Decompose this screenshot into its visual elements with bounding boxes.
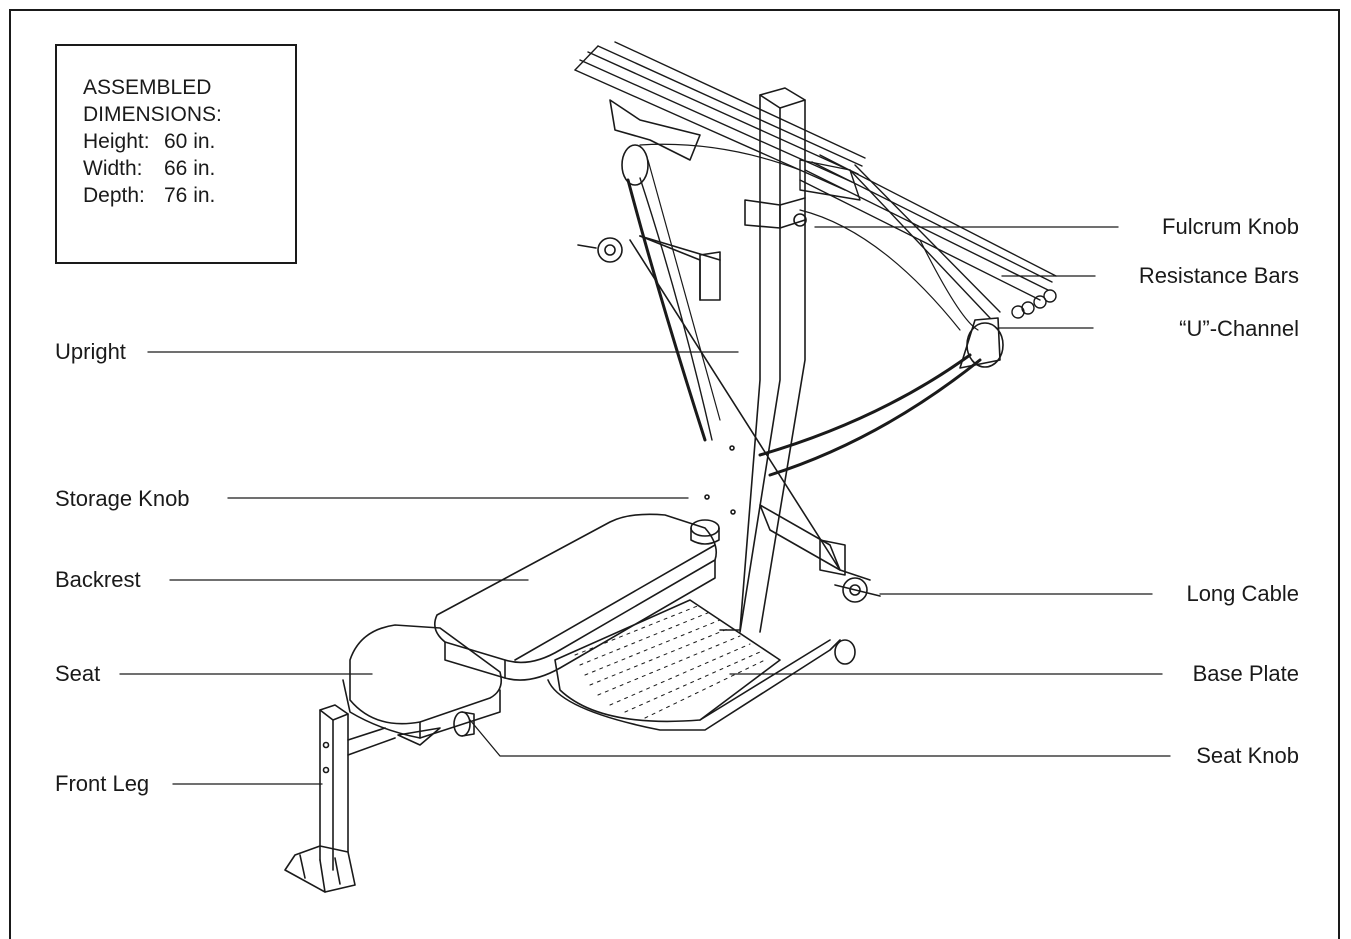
dimension-value: 60 in. xyxy=(164,130,216,153)
label-seat: Seat xyxy=(55,661,101,686)
leader-lines xyxy=(119,226,1171,785)
label-base-plate: Base Plate xyxy=(1192,661,1299,686)
label-seat-knob: Seat Knob xyxy=(1196,743,1299,768)
dimensions-heading-line2: DIMENSIONS: xyxy=(83,103,222,126)
label-u-channel: “U”-Channel xyxy=(1179,316,1299,341)
label-upright: Upright xyxy=(55,339,126,364)
figure-frame xyxy=(9,9,1340,939)
dimension-label: Width: xyxy=(83,157,143,180)
dimension-row-height: Height: 60 in. xyxy=(83,128,295,155)
seat-knob-part xyxy=(453,711,475,737)
label-backrest: Backrest xyxy=(55,567,141,592)
label-long-cable: Long Cable xyxy=(1186,581,1299,606)
dimension-value: 76 in. xyxy=(164,184,216,207)
dimension-label: Depth: xyxy=(83,184,145,207)
dimensions-heading-line1: ASSEMBLED xyxy=(83,76,212,99)
resistance-bars xyxy=(574,41,1057,319)
label-resistance-bars: Resistance Bars xyxy=(1138,263,1299,288)
label-front-leg: Front Leg xyxy=(55,771,150,796)
label-fulcrum-knob: Fulcrum Knob xyxy=(1162,214,1299,239)
dimension-row-width: Width: 66 in. xyxy=(83,155,295,182)
front-leg-part xyxy=(284,704,441,893)
storage-knob-part xyxy=(690,519,720,545)
dimension-label: Height: xyxy=(83,130,150,153)
pulleys-and-cables xyxy=(609,99,1004,477)
upright xyxy=(704,87,807,633)
dimension-row-depth: Depth: 76 in. xyxy=(83,182,295,209)
assembled-dimensions-box: ASSEMBLED DIMENSIONS: Height: 60 in. Wid… xyxy=(55,44,297,264)
leader-seat-knob xyxy=(469,719,1171,757)
seat-pad xyxy=(342,624,503,739)
base-plate xyxy=(547,599,856,731)
label-storage-knob: Storage Knob xyxy=(55,486,190,511)
dimension-value: 66 in. xyxy=(164,157,216,180)
backrest-pad xyxy=(434,513,718,681)
rear-stabilizer xyxy=(577,235,881,603)
